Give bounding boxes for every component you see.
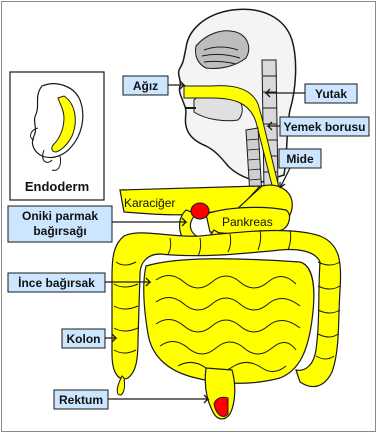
label-stomach-text: Mide (286, 152, 314, 166)
label-liver-text: Karaciğer (124, 196, 175, 210)
appendix (117, 376, 124, 395)
label-rectum-text: Rektum (59, 393, 103, 407)
label-rectum: Rektum (54, 390, 208, 409)
label-pancreas-text: Pankreas (222, 215, 273, 229)
label-colon-text: Kolon (67, 332, 101, 346)
label-colon: Kolon (62, 329, 116, 348)
label-stomach: Mide (279, 149, 321, 188)
label-mouth: Ağız (123, 76, 184, 95)
inset-title: Endoderm (25, 179, 89, 194)
arrow-mouth (168, 81, 184, 89)
duodenal-papilla (191, 203, 209, 219)
label-mouth-text: Ağız (133, 79, 158, 93)
endoderm-inset: Endoderm (10, 72, 104, 200)
label-duodenum-line2: bağırsağı (33, 224, 86, 238)
label-pharynx-text: Yutak (315, 87, 347, 101)
label-duodenum-line1: Oniki parmak (22, 209, 98, 223)
label-esophagus: Yemek borusu (268, 117, 369, 136)
label-esophagus-text: Yemek borusu (283, 120, 365, 134)
arrow-rectum (108, 395, 208, 403)
head-section (179, 9, 296, 200)
arrow-duodenum (112, 218, 186, 226)
label-small-intestine-text: İnce bağırsak (18, 275, 95, 290)
